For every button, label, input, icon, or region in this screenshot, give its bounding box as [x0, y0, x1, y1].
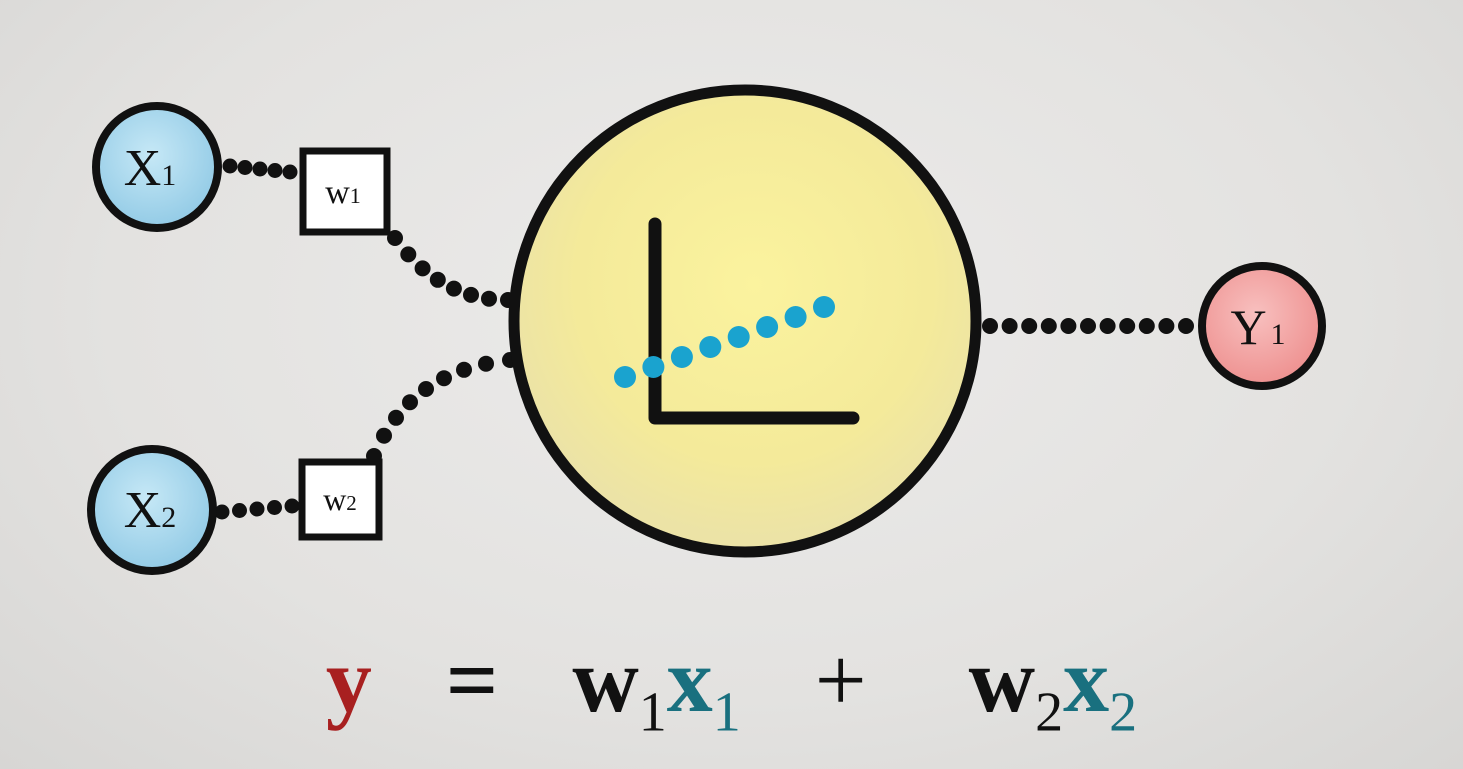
connector-dot — [388, 409, 404, 426]
connector-dot — [418, 381, 434, 397]
connector-dot — [1080, 318, 1096, 334]
connector-dot — [429, 271, 446, 288]
connector-dot — [1099, 318, 1116, 334]
formula-w2: w2 — [968, 629, 1064, 744]
weight-label-w1: w1 — [325, 174, 361, 211]
line-dot — [784, 306, 807, 328]
weight-label-w2: w2 — [323, 481, 357, 517]
connector-dot — [282, 164, 298, 180]
formula-x2: x2 — [1063, 629, 1138, 744]
connector-dot — [436, 370, 452, 387]
input-node-x1: X1 — [92, 102, 222, 232]
formula-equals: = — [445, 629, 499, 731]
connector-dot — [387, 230, 403, 246]
connector-dot — [267, 500, 282, 515]
connector-dot — [1138, 318, 1155, 334]
line-dot — [813, 296, 835, 318]
input-label-x2: X2 — [124, 482, 177, 539]
connector-dot — [1178, 318, 1194, 334]
connector-dot — [414, 260, 431, 277]
connector-dot — [478, 355, 494, 372]
formula-w1: w1 — [572, 629, 667, 744]
connector-dot — [982, 318, 998, 334]
line-dot — [670, 346, 693, 368]
connector-dot — [232, 503, 247, 518]
connector-dot — [267, 163, 283, 178]
linear-function-axes-icon — [648, 217, 860, 425]
connector-dot — [1001, 318, 1018, 334]
formula-x1: x1 — [666, 629, 741, 744]
connector-dot — [1060, 318, 1077, 334]
connector-dot — [400, 246, 417, 263]
weight-box-w2: w2 — [298, 458, 383, 541]
connector-dot — [463, 286, 479, 303]
input-label-x1: X1 — [124, 140, 177, 197]
formula-plus: + — [814, 629, 867, 731]
connector-dot — [252, 161, 268, 177]
connector-dot — [376, 427, 392, 444]
connector-dot — [445, 280, 462, 297]
line-dot — [642, 356, 665, 378]
connector-dot — [1158, 318, 1175, 334]
weight-box-w1: w1 — [299, 147, 391, 236]
line-dot — [727, 326, 750, 348]
connector-dot — [249, 501, 265, 517]
input-node-x2: X2 — [87, 445, 217, 575]
weighted-sum-formula: y = w1x1 + w2x2 — [0, 615, 1463, 745]
connector-dot — [456, 361, 472, 378]
neuron-node — [508, 84, 982, 558]
connector-dot — [1021, 318, 1038, 334]
connector-dot — [237, 160, 253, 175]
line-dot — [756, 316, 779, 338]
formula-output-y: y — [325, 629, 372, 731]
neuron-circle — [508, 84, 982, 558]
line-dot — [699, 336, 722, 358]
connector-dot — [1040, 318, 1057, 334]
linear-function-line-icon — [614, 296, 835, 388]
connector-dot — [284, 498, 300, 514]
line-dot — [614, 366, 636, 388]
dotted-connectors — [214, 158, 1194, 520]
connector-dot — [481, 290, 497, 307]
connector-dot — [402, 394, 418, 411]
connector-dot — [222, 158, 238, 174]
connector-dot — [214, 504, 230, 520]
connector-dot — [1119, 318, 1136, 334]
